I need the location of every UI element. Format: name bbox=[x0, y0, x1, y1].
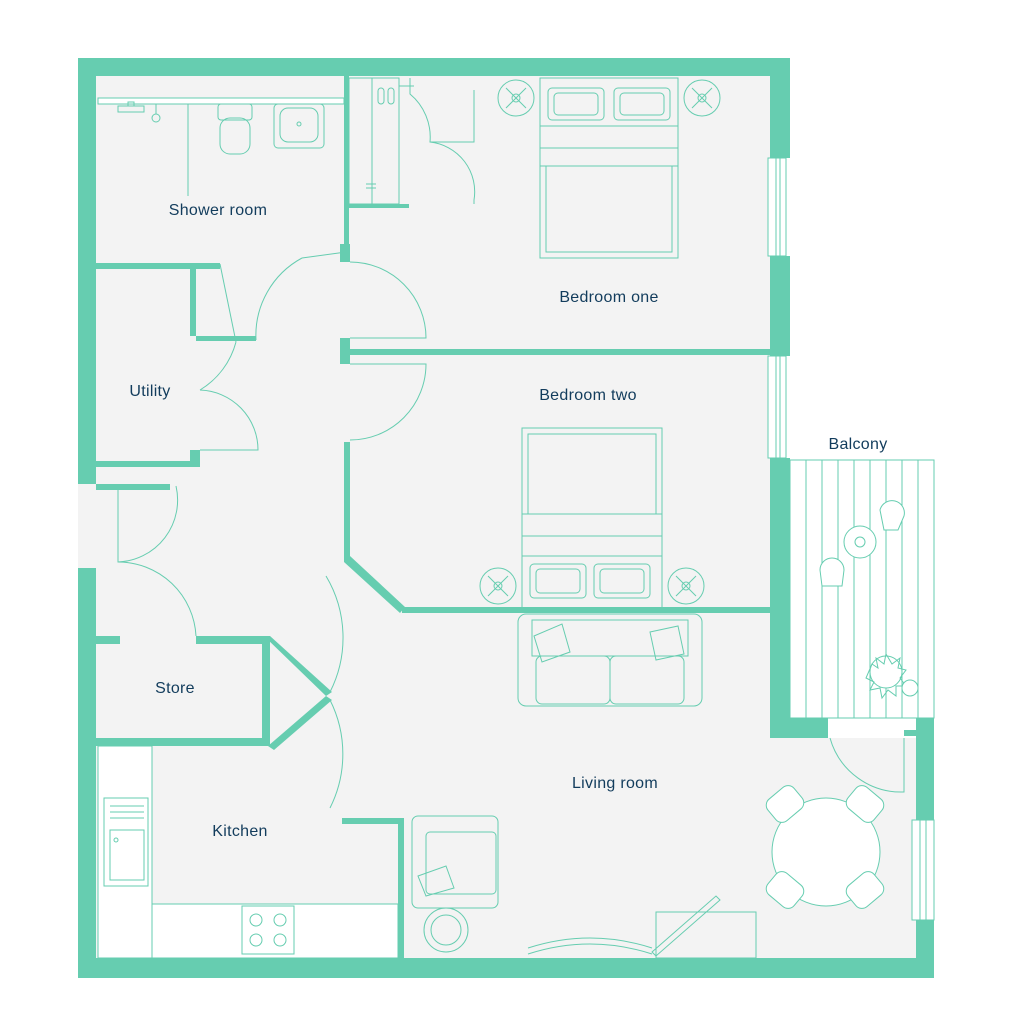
armchair-icon bbox=[411, 815, 499, 909]
wall-wardrobe-bottom bbox=[349, 204, 409, 208]
label-store: Store bbox=[155, 680, 195, 697]
wall-store-diagonal-top bbox=[264, 636, 332, 696]
double-bed-icon bbox=[539, 77, 679, 259]
hob-icon bbox=[241, 905, 295, 955]
wall-store-bottom bbox=[96, 738, 268, 746]
door-swing-icon bbox=[349, 363, 427, 441]
wall-shower-bedroom bbox=[344, 76, 349, 260]
wall-kitchen-divider bbox=[398, 818, 404, 958]
wall-door-jamb-bed1 bbox=[340, 244, 350, 262]
door-swing-icon bbox=[329, 699, 344, 809]
floor-main bbox=[96, 76, 770, 958]
shower-fixtures bbox=[97, 97, 345, 196]
plant-icon bbox=[865, 652, 919, 700]
wall-store-left-jamb bbox=[96, 636, 120, 644]
door-swing-icon bbox=[409, 78, 476, 204]
kitchen-worktop bbox=[97, 745, 153, 959]
wall-store-right bbox=[262, 636, 270, 746]
floor-entrance bbox=[78, 484, 98, 568]
label-living-room: Living room bbox=[572, 775, 658, 792]
wall-outer-right-upper-a bbox=[770, 58, 790, 158]
wall-outer-top bbox=[78, 58, 790, 76]
shower-mixer-icon bbox=[117, 101, 145, 113]
label-bedroom-two: Bedroom two bbox=[539, 387, 637, 404]
door-swing-icon bbox=[255, 251, 347, 341]
wall-store-diagonal-bottom bbox=[268, 696, 332, 750]
label-balcony: Balcony bbox=[828, 436, 887, 453]
shower-rail bbox=[97, 97, 345, 105]
wardrobe-icon bbox=[348, 77, 400, 205]
wardrobe bbox=[348, 77, 414, 205]
wall-utility-closet-left bbox=[190, 266, 196, 336]
wall-shower-utility bbox=[96, 263, 220, 269]
door-swing-icon bbox=[117, 485, 179, 563]
door-swing-icon bbox=[829, 737, 905, 793]
doors bbox=[117, 78, 905, 809]
window-icon bbox=[767, 157, 787, 257]
label-bedroom-one: Bedroom one bbox=[559, 289, 658, 306]
wall-bed2-left bbox=[344, 442, 350, 558]
wall-bed2-diagonal bbox=[344, 556, 405, 613]
label-shower-room: Shower room bbox=[169, 202, 267, 219]
wall-outer-left-upper bbox=[78, 58, 96, 484]
door-swing-icon bbox=[325, 575, 344, 693]
wall-balcony-door-jamb bbox=[904, 730, 916, 736]
side-table-icon bbox=[423, 907, 469, 953]
bedroom-one-furniture bbox=[497, 77, 721, 259]
toilet-icon bbox=[217, 103, 253, 155]
balcony bbox=[789, 459, 935, 719]
kitchen-worktop bbox=[151, 903, 399, 959]
living-room-furniture bbox=[411, 613, 885, 959]
label-kitchen: Kitchen bbox=[212, 823, 267, 840]
window-icon bbox=[911, 819, 935, 921]
wall-store-top bbox=[196, 636, 264, 644]
wall-utility-bottom bbox=[96, 461, 194, 467]
window-icon bbox=[767, 355, 787, 459]
walls bbox=[78, 58, 934, 978]
door-swing-icon bbox=[349, 261, 427, 339]
wall-bed2-bottom bbox=[402, 607, 770, 613]
tv-unit-icon bbox=[651, 895, 757, 959]
kitchen-fixtures bbox=[97, 745, 399, 959]
wall-outer-bottom bbox=[78, 958, 934, 978]
wall-outer-left-lower bbox=[78, 568, 96, 978]
wall-kitchen-right bbox=[342, 818, 404, 824]
basin-icon bbox=[273, 103, 325, 149]
wall-living-right-bottom bbox=[916, 920, 934, 978]
balcony-table-icon bbox=[819, 500, 905, 587]
sofa-icon bbox=[517, 613, 703, 707]
wall-outer-right-upper-b bbox=[770, 256, 790, 356]
double-bed-icon bbox=[521, 427, 663, 609]
label-utility: Utility bbox=[129, 383, 170, 400]
bedside-lamp-icon bbox=[667, 567, 705, 605]
dining-table-icon bbox=[765, 785, 885, 909]
bedroom-two-furniture bbox=[479, 427, 705, 609]
bedside-lamp-icon bbox=[479, 567, 517, 605]
wall-utility-closet-bottom bbox=[196, 336, 256, 341]
balcony-deck bbox=[790, 460, 934, 718]
wall-bed1-bed2 bbox=[349, 349, 770, 355]
wall-balcony-bottom bbox=[770, 718, 828, 738]
bedside-lamp-icon bbox=[683, 79, 721, 117]
sink-icon bbox=[103, 797, 149, 887]
decking-boards bbox=[805, 460, 919, 718]
door-swing-icon bbox=[199, 263, 237, 391]
wall-entrance-top bbox=[96, 484, 170, 490]
floor-areas bbox=[78, 76, 934, 958]
bedside-lamp-icon bbox=[497, 79, 535, 117]
wall-living-right-top bbox=[916, 718, 934, 820]
windows bbox=[767, 157, 935, 921]
wall-utility-jamb bbox=[190, 450, 200, 467]
wall-outer-right-mid bbox=[770, 458, 790, 738]
radiator-icon bbox=[527, 937, 653, 955]
shoes-icon bbox=[377, 87, 395, 105]
door-swing-icon bbox=[199, 389, 259, 451]
room-labels: Shower room Bedroom one Utility Bedroom … bbox=[129, 202, 887, 840]
door-swing-icon bbox=[117, 561, 197, 637]
wall-door-jamb-bed2 bbox=[340, 338, 350, 364]
